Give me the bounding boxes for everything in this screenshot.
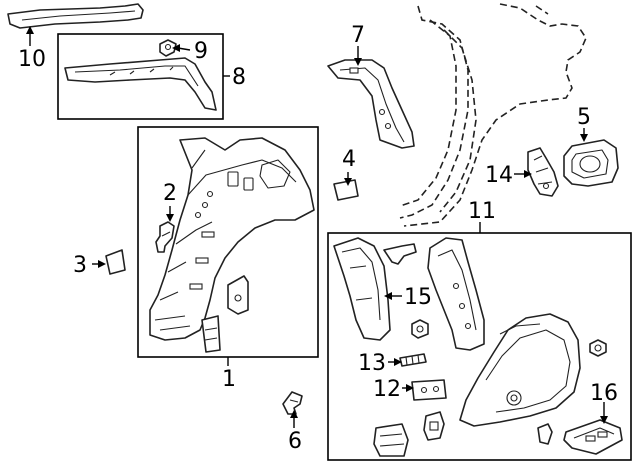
callout-3: 3 — [73, 253, 87, 278]
callout-14: 14 — [485, 163, 513, 188]
callout-15: 15 — [404, 285, 432, 310]
callout-8: 8 — [232, 65, 246, 90]
bracket-lower-left — [373, 423, 409, 457]
callout-16: 16 — [590, 381, 618, 406]
clip-small-1 — [411, 319, 429, 339]
part-8-rail-reinforcement — [64, 57, 217, 111]
part-7-pillar-upper — [327, 59, 415, 149]
bracket-lower-mid — [423, 411, 445, 441]
callout-13: 13 — [358, 351, 386, 376]
part-3-patch — [105, 249, 126, 275]
callout-7: 7 — [351, 23, 365, 48]
part-4-patch — [333, 179, 359, 201]
part-14-bracket — [527, 147, 559, 197]
part-1-quarter-inner-panel — [149, 137, 315, 353]
callout-5: 5 — [577, 105, 591, 130]
callout-2: 2 — [163, 181, 177, 206]
callout-12: 12 — [373, 377, 401, 402]
callout-4: 4 — [342, 147, 356, 172]
part-11-pillar-reinforcement — [427, 237, 485, 351]
callout-10: 10 — [18, 47, 46, 72]
part-15b-bracket — [383, 243, 417, 265]
body-outline-phantom — [399, 3, 587, 227]
leader-lines — [26, 26, 608, 428]
part-16-plate — [563, 419, 623, 455]
part-10-roof-rail — [7, 3, 144, 29]
part-6-bracket — [282, 391, 303, 415]
callout-6: 6 — [288, 429, 302, 454]
part-5-fuel-door-housing — [563, 139, 619, 187]
callout-9: 9 — [194, 39, 208, 64]
wheelhouse-inner — [459, 313, 581, 427]
part-12-bracket — [411, 379, 447, 401]
callout-1: 1 — [222, 367, 236, 392]
part-13-bolt — [399, 353, 427, 367]
clip-lower — [537, 423, 553, 445]
callout-11: 11 — [468, 199, 496, 224]
part-9-clip — [159, 39, 177, 57]
nut-small — [589, 339, 607, 357]
part-15-pillar-inner — [333, 237, 391, 341]
part-2-bracket — [155, 221, 175, 253]
